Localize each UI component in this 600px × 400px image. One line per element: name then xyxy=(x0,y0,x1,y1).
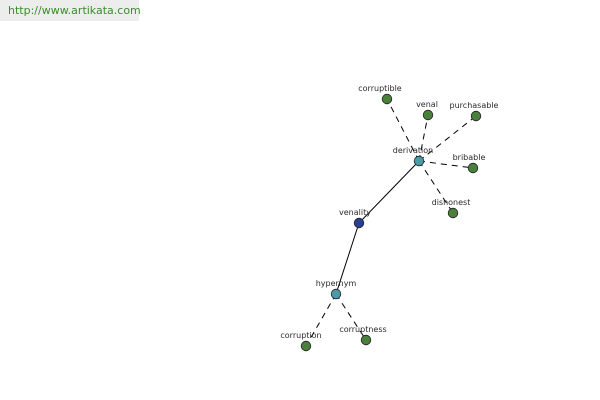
node-dishonest[interactable]: dishonest xyxy=(432,198,471,219)
node-purchasable-dot[interactable] xyxy=(470,110,482,122)
node-venality-label[interactable]: venality xyxy=(339,208,371,217)
node-bribable-dot[interactable] xyxy=(467,162,479,174)
edge-derivation-purchasable xyxy=(418,115,477,162)
node-derivation[interactable]: derivation xyxy=(393,146,433,167)
node-corruptness-label[interactable]: corruptness xyxy=(339,325,386,334)
node-corruptible[interactable]: corruptible xyxy=(358,84,402,105)
node-dishonest-label[interactable]: dishonest xyxy=(432,198,471,207)
node-dishonest-dot[interactable] xyxy=(447,207,459,219)
node-corruptness[interactable]: corruptness xyxy=(339,325,387,346)
edge-derivation-venal xyxy=(418,114,429,162)
node-corruption[interactable]: corruption xyxy=(280,331,322,352)
node-hypernym-dot[interactable] xyxy=(330,288,342,300)
node-corruptible-label[interactable]: corruptible xyxy=(358,84,402,93)
nodes-layer: venality derivation hypernym corruptible ven… xyxy=(280,84,499,352)
edge-hypernym-corruptness xyxy=(335,293,367,341)
source-url-banner[interactable]: http://www.artikata.com xyxy=(0,0,141,21)
node-derivation-label[interactable]: derivation xyxy=(393,146,433,155)
node-bribable[interactable]: bribable xyxy=(453,153,486,174)
node-derivation-dot[interactable] xyxy=(413,155,425,167)
edge-venality-hypernym xyxy=(335,222,360,295)
node-bribable-label[interactable]: bribable xyxy=(453,153,486,162)
node-corruptible-dot[interactable] xyxy=(381,93,393,105)
node-corruption-dot[interactable] xyxy=(300,340,312,352)
node-venality-dot[interactable] xyxy=(353,217,365,229)
node-venal[interactable]: venal xyxy=(416,100,438,121)
node-venal-label[interactable]: venal xyxy=(416,100,438,109)
node-purchasable[interactable]: purchasable xyxy=(450,101,499,122)
edges-layer xyxy=(305,98,477,347)
edge-derivation-bribable xyxy=(418,160,474,169)
edge-venality-derivation xyxy=(358,160,420,224)
node-venality[interactable]: venality xyxy=(339,208,371,229)
node-purchasable-label[interactable]: purchasable xyxy=(450,101,499,110)
node-corruption-label[interactable]: corruption xyxy=(280,331,321,340)
node-hypernym[interactable]: hypernym xyxy=(316,279,357,300)
node-venal-dot[interactable] xyxy=(422,109,434,121)
edge-derivation-corruptible xyxy=(386,98,420,162)
node-hypernym-label[interactable]: hypernym xyxy=(316,279,357,288)
source-url-text[interactable]: http://www.artikata.com xyxy=(8,4,141,17)
node-corruptness-dot[interactable] xyxy=(360,334,372,346)
